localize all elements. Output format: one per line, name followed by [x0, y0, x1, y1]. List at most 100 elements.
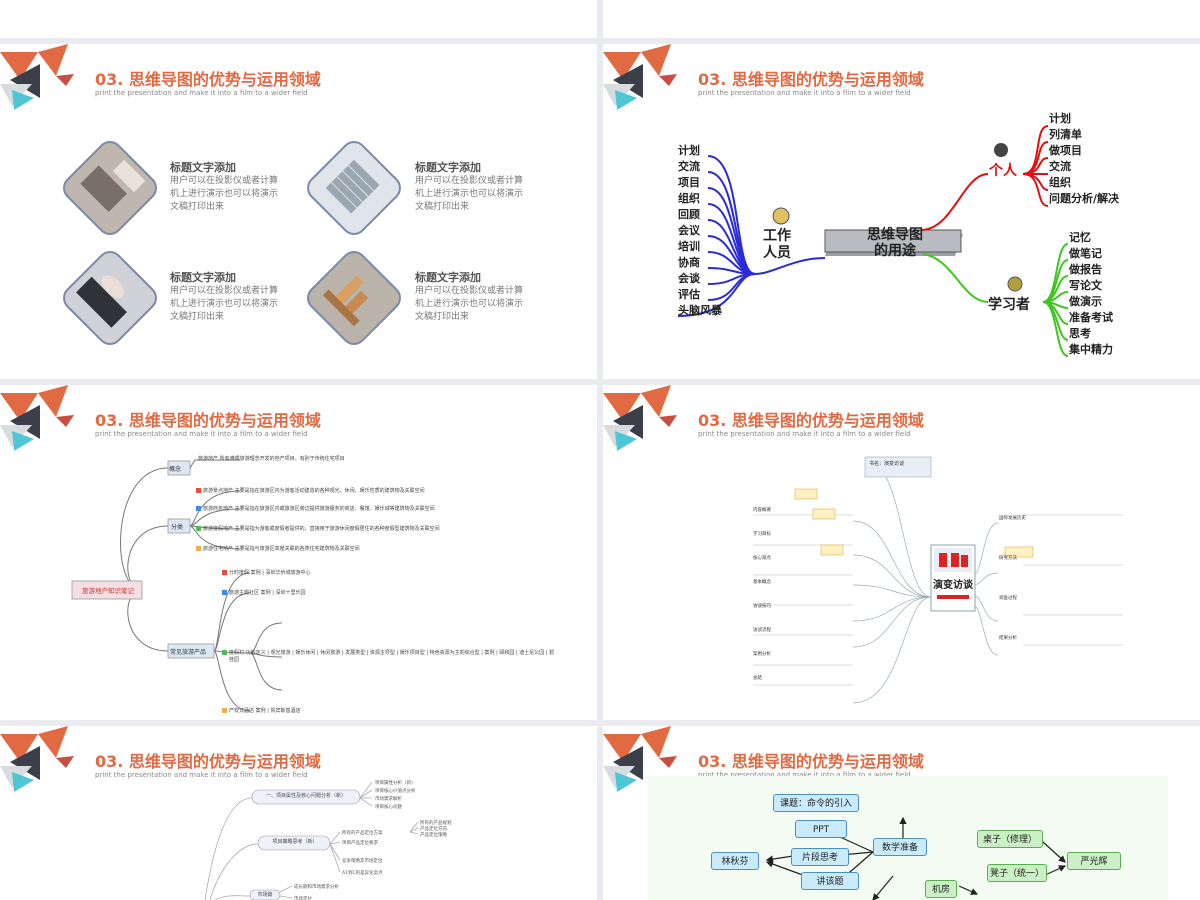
lesson-node: 凳子（统一） [987, 864, 1047, 882]
svg-text:成长期和市场需求分析: 成长期和市场需求分析 [294, 883, 339, 890]
work-item: 交流 [678, 160, 700, 173]
svg-text:所有的产品规划: 所有的产品规划 [420, 819, 452, 826]
learner-item: 做笔记 [1069, 247, 1102, 260]
project-node: 市场篇 [252, 891, 278, 898]
item-1-title: 标题文字添加 [170, 159, 236, 175]
work-item: 培训 [678, 240, 700, 253]
triangle-decoration-icon [0, 44, 80, 114]
svg-text:项目属性分析（新）: 项目属性分析（新） [375, 779, 416, 786]
lesson-node: PPT [795, 820, 847, 838]
lesson-node: 林秋芬 [711, 852, 759, 870]
lesson-arrows [603, 726, 1200, 900]
slide-2-thumbnail[interactable]: 03. 思维导图的优势与运用领域 print the presentation … [603, 44, 1200, 379]
work-item: 计划 [678, 144, 700, 157]
work-label: 工作 人员 [763, 228, 791, 262]
personal-label: 个人 [989, 160, 1017, 180]
work-item: 回顾 [678, 208, 700, 221]
lesson-node: 机房 [925, 880, 957, 898]
personal-item: 列清单 [1049, 128, 1082, 141]
svg-text:项目核心价值点分析: 项目核心价值点分析 [375, 787, 416, 794]
s4-left-item: 访谈技巧 [753, 603, 771, 609]
slide-3-thumbnail[interactable]: 03. 思维导图的优势与运用领域 print the presentation … [0, 385, 597, 720]
top-note: 书名：演变访谈 [869, 460, 904, 467]
learner-item: 做报告 [1069, 263, 1102, 276]
s4-left-item: 访谈流程 [753, 627, 771, 633]
branch-products: 常见旅游产品 [170, 647, 206, 656]
mindmap-interview: 演变访谈 [603, 385, 1200, 720]
item-3-desc: 用户可以在投影仪或者计算机上进行演示也可以将演示文稿打印出来 [170, 285, 280, 324]
slide-title: 03. 思维导图的优势与运用领域 [95, 66, 321, 90]
personal-item: 交流 [1049, 160, 1071, 173]
s4-left-item: 核心观点 [753, 555, 771, 561]
typing-photo [58, 246, 162, 350]
item-4-title: 标题文字添加 [415, 269, 481, 285]
work-item: 协商 [678, 256, 700, 269]
work-item: 会谈 [678, 272, 700, 285]
leaf-prod-4: 产权式酒店 案例 | 凯宾斯基酒店 [229, 707, 300, 714]
svg-text:市场需求解析: 市场需求解析 [375, 795, 402, 802]
svg-text:所有的产品定位方案: 所有的产品定位方案 [342, 829, 383, 836]
project-node: 一、项目属性及核心问题分析（新） [254, 792, 358, 799]
s4-left-item: 学习目标 [753, 531, 771, 537]
leaf-prod-2: 旅游主题社区 案例 | 深圳十里乐园 [229, 589, 305, 596]
previous-slide-right[interactable] [603, 0, 1200, 38]
laptop-photo [58, 136, 162, 240]
svg-text:产品定位方向: 产品定位方向 [420, 825, 447, 832]
learner-item: 做演示 [1069, 295, 1102, 308]
personal-item: 问题分析/解决 [1049, 192, 1119, 205]
s4-right-item: 调查过程 [999, 595, 1017, 601]
learner-label: 学习者 [988, 294, 1030, 314]
personal-item: 做项目 [1049, 144, 1082, 157]
item-2-desc: 用户可以在投影仪或者计算机上进行演示也可以将演示文稿打印出来 [415, 175, 525, 214]
s4-left-item: 基本概念 [753, 579, 771, 585]
leaf-cat-3: 旅游度假地产 主要是指为游客或度假者提供的，直接用于旅游休闲度假居住的各种度假型… [203, 525, 440, 532]
branch-concept: 概念 [169, 464, 181, 473]
lesson-node: 数学准备 [873, 838, 927, 856]
svg-text:项目核心问题: 项目核心问题 [375, 803, 402, 810]
leaf-concept: 旅游地产 所有遵循旅游理念开发的地产项目，有别于传统住宅项目 [198, 455, 345, 462]
s4-right-item: 国际发展历史 [999, 515, 1026, 521]
svg-text:项目产品定位要求: 项目产品定位要求 [342, 839, 378, 846]
leaf-cat-4: 旅游住宅地产 主要是指与旅游区高度关联的各类住宅建筑物及关联空间 [203, 545, 360, 552]
lesson-node: 严光辉 [1067, 852, 1121, 870]
slide-5-thumbnail[interactable]: 03. 思维导图的优势与运用领域 print the presentation … [0, 726, 597, 900]
slide-6-thumbnail[interactable]: 03. 思维导图的优势与运用领域 print the presentation … [603, 726, 1200, 900]
s4-left-item: 总结 [753, 675, 762, 681]
item-2-title: 标题文字添加 [415, 159, 481, 175]
learner-item: 集中精力 [1069, 343, 1113, 356]
leaf-prod-3: 度假村 功能定义 | 观光旅游 | 娱乐休闲 | 休闲旅游 | 发展类型 | 资… [229, 649, 559, 663]
lesson-node: 片段思考 [791, 848, 849, 866]
item-4-desc: 用户可以在投影仪或者计算机上进行演示也可以将演示文稿打印出来 [415, 285, 525, 324]
learner-item: 记忆 [1069, 231, 1091, 244]
mindmap-project: 项目属性分析（新）项目核心价值点分析市场需求解析项目核心问题 所有的产品定位方案… [0, 726, 597, 900]
s4-right-item: 研究方法 [999, 555, 1017, 561]
slide-subtitle: print the presentation and make it into … [95, 89, 308, 97]
learner-item: 写论文 [1069, 279, 1102, 292]
blocks-photo [302, 246, 406, 350]
s4-right-item: 结果分析 [999, 635, 1017, 641]
book-title: 演变访谈 [933, 578, 974, 591]
svg-text:市场定位: 市场定位 [294, 895, 312, 900]
svg-text:产品定位策略: 产品定位策略 [420, 831, 447, 838]
branch-category: 分类 [171, 522, 183, 531]
lesson-node: 课题：命令的引入 [773, 794, 859, 812]
item-3-title: 标题文字添加 [170, 269, 236, 285]
leaf-cat-2: 旅游商务地产 主要是指在旅游区内或旅游区旁边提供旅游服务的商店、餐馆、娱乐城等建… [203, 505, 435, 512]
personal-item: 计划 [1049, 112, 1071, 125]
person-icon [773, 143, 1022, 291]
mindmap-center: 思维导图 的用途 [835, 227, 955, 259]
s4-left-item: 内容概要 [753, 507, 771, 513]
learner-item: 准备考试 [1069, 311, 1113, 324]
slide-1-thumbnail[interactable]: 03. 思维导图的优势与运用领域 print the presentation … [0, 44, 597, 379]
building-photo [302, 136, 406, 240]
slide-4-thumbnail[interactable]: 03. 思维导图的优势与运用领域 print the presentation … [603, 385, 1200, 720]
work-item: 组织 [678, 192, 700, 205]
svg-text:竞争策略及市场定位: 竞争策略及市场定位 [342, 857, 383, 864]
previous-slide-left[interactable] [0, 0, 597, 38]
work-item: 会议 [678, 224, 700, 237]
leaf-cat-1: 旅游景点地产 主要是指在旅游区内为游客活动建造的各种观光、休闲、娱乐性质的建筑物… [203, 487, 425, 494]
mindmap-tourism [0, 385, 597, 720]
svg-text:A1到C的差异化卖点: A1到C的差异化卖点 [342, 869, 383, 876]
work-item: 头脑风暴 [678, 304, 722, 317]
lesson-node: 讲该题 [801, 872, 859, 890]
